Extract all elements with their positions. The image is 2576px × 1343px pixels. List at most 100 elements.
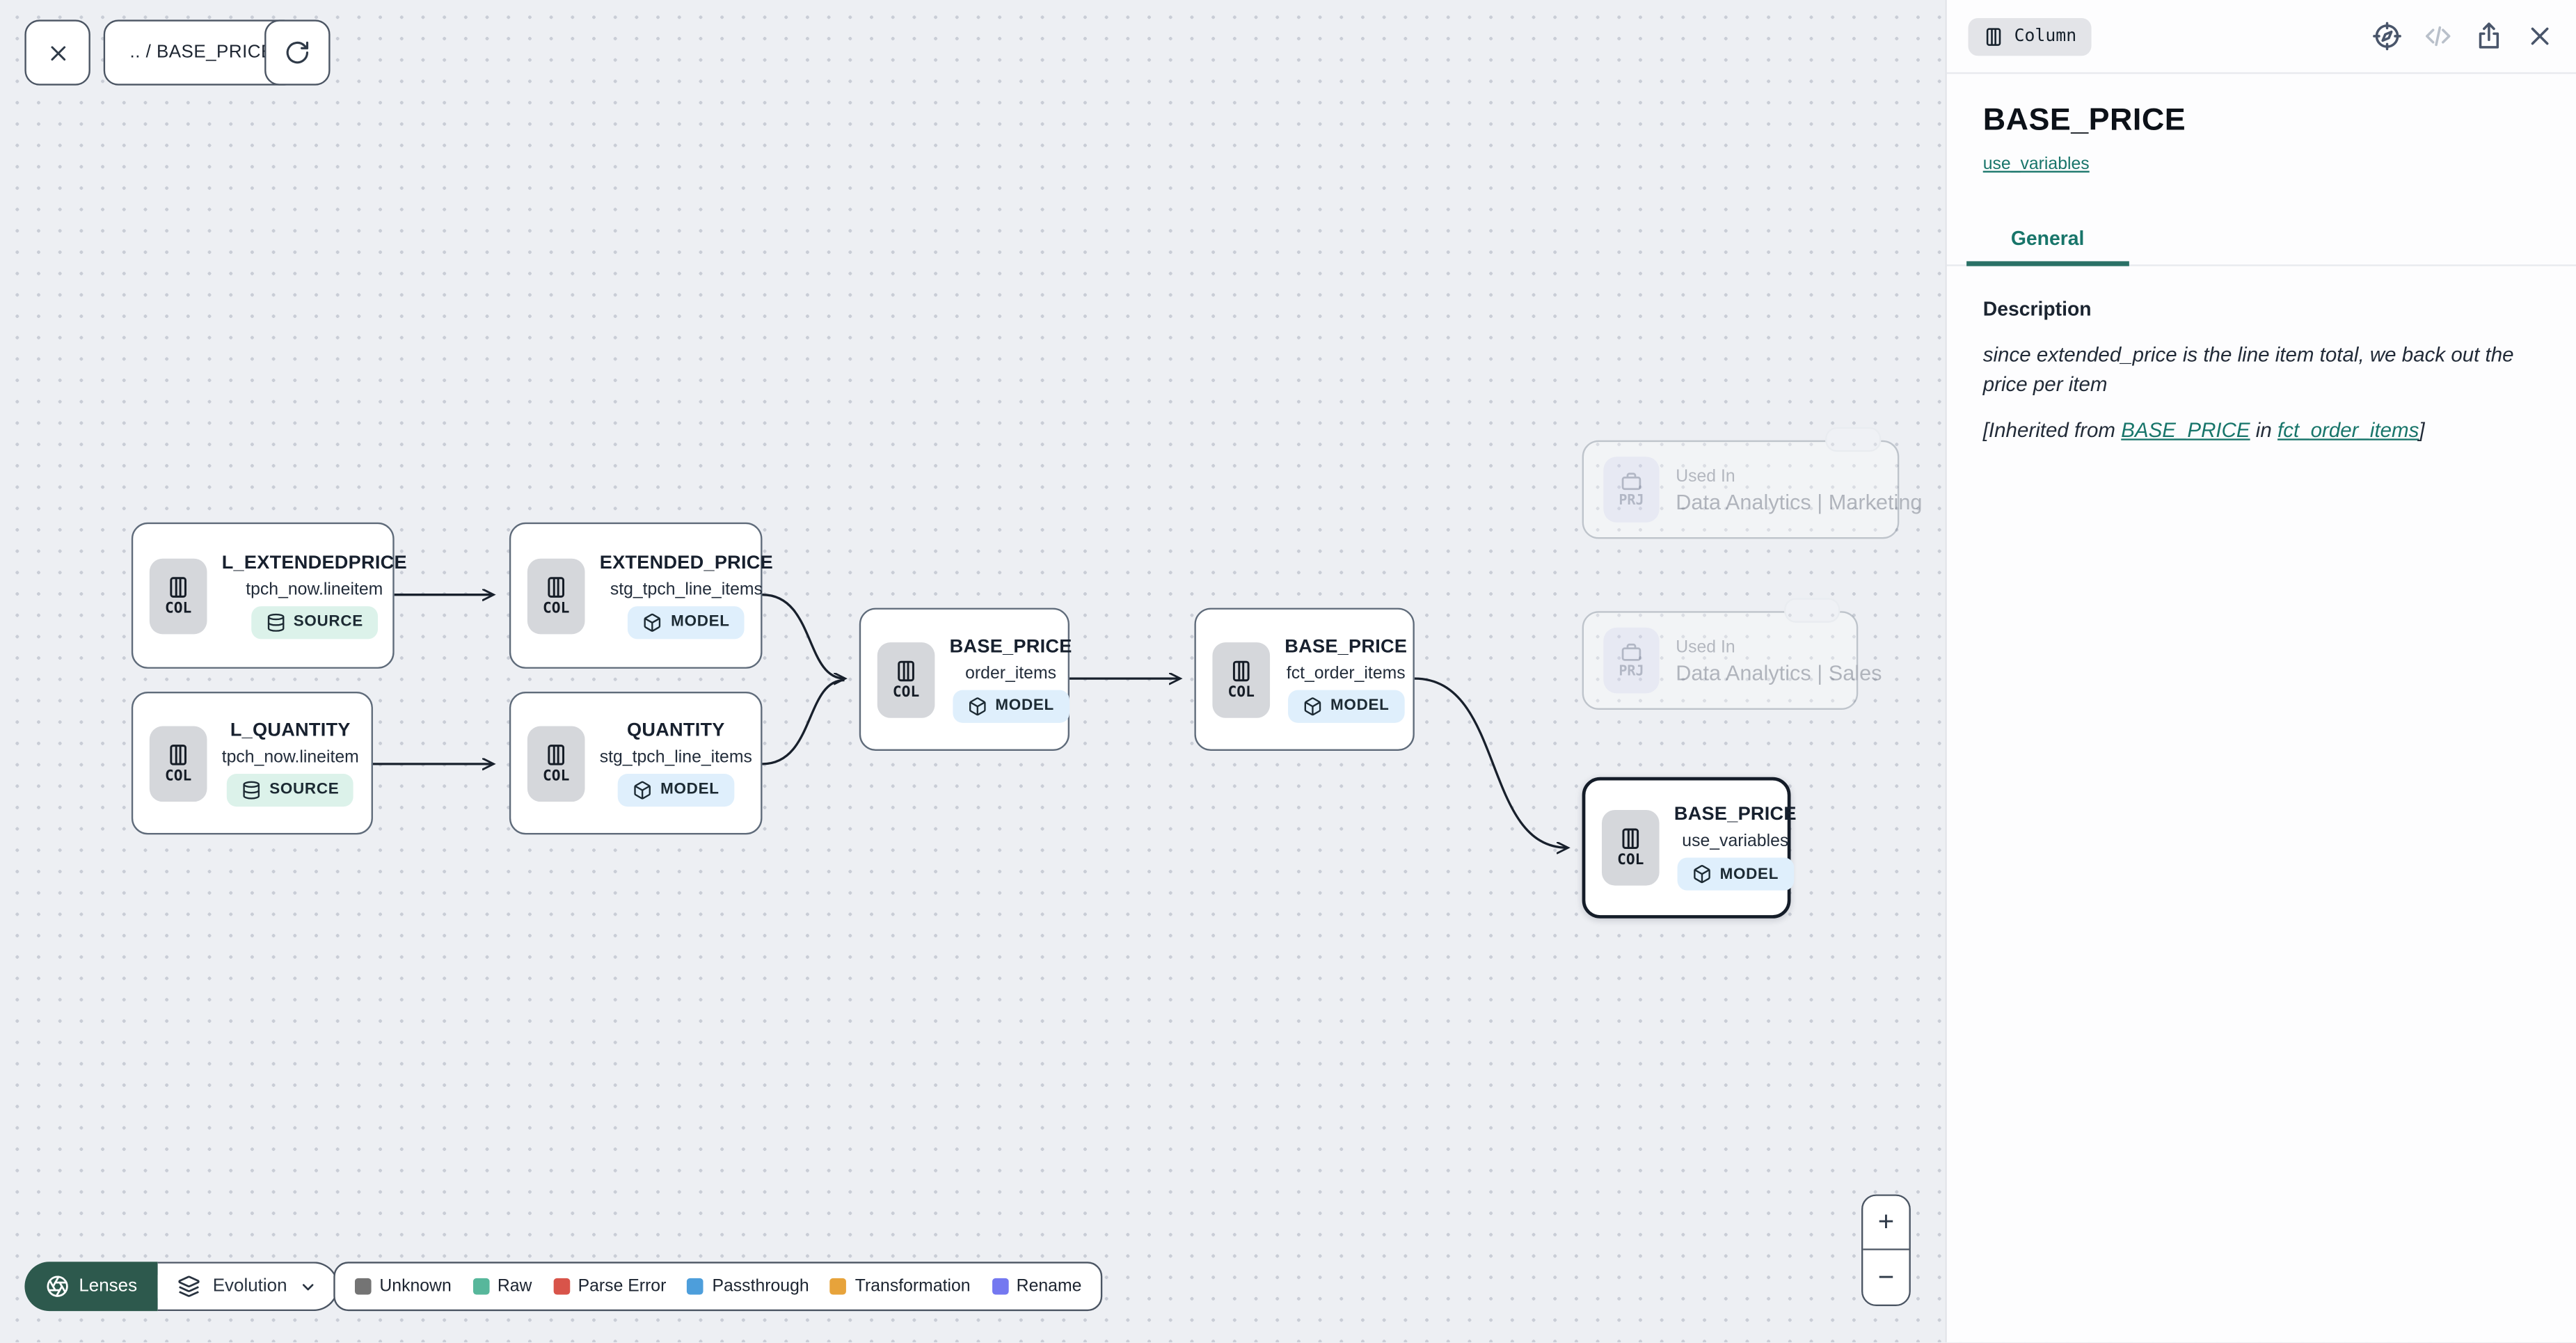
share-button[interactable]: [2474, 22, 2504, 51]
node-title: BASE_PRICE: [1285, 636, 1408, 657]
lineage-node-quantity[interactable]: RENAME COL QUANTITY stg_tpch_line_items …: [509, 675, 763, 835]
lineage-node-extended-price[interactable]: RENAME COL EXTENDED_PRICE stg_tpch_line_…: [509, 506, 773, 669]
legend-swatch: [472, 1278, 490, 1295]
lenses-control: Lenses Evolution: [24, 1262, 338, 1312]
lineage-node-l-extendedprice[interactable]: RAW COL L_EXTENDEDPRICE tpch_now.lineite…: [131, 506, 407, 669]
node-icon-label: COL: [542, 600, 570, 617]
inherited-model-link[interactable]: fct_order_items: [2277, 418, 2419, 441]
node-type-badge: RENAME: [655, 675, 749, 714]
ghost-badge: [1784, 598, 1840, 623]
node-type-badge: PASSTHROUGH: [1257, 591, 1401, 630]
legend-item-passthrough: Passthrough: [687, 1276, 809, 1296]
node-icon-label: COL: [542, 768, 570, 785]
inherited-connector: in: [2250, 418, 2278, 441]
lineage-node-base-price-order-items[interactable]: TRANSFORMATION COL BASE_PRICE order_item…: [859, 591, 1072, 751]
zoom-in-button[interactable]: +: [1863, 1195, 1909, 1250]
node-kind-pill: SOURCE: [251, 605, 379, 639]
used-in-card-sales[interactable]: PRJ Used In Data Analytics | Sales: [1582, 598, 1882, 710]
used-in-label: Used In: [1676, 466, 1735, 486]
node-title: L_EXTENDEDPRICE: [221, 553, 407, 573]
view-code-button[interactable]: [2423, 22, 2452, 51]
column-kind-block: COL: [149, 725, 207, 801]
columns-icon: [1986, 27, 2001, 45]
close-icon: [2531, 27, 2549, 45]
share-icon: [2479, 22, 2499, 49]
node-icon-label: COL: [164, 768, 192, 785]
layers-icon: [179, 1276, 200, 1297]
node-subtitle: tpch_now.lineitem: [221, 747, 359, 767]
legend-item-unknown: Unknown: [354, 1276, 452, 1296]
zoom-out-button[interactable]: −: [1863, 1250, 1909, 1305]
model-cube-icon: [644, 612, 662, 631]
description-text: since extended_price is the line item to…: [1982, 343, 2514, 396]
columns-icon: [1622, 828, 1639, 850]
node-type-badge: RAW: [295, 675, 360, 714]
used-in-card-marketing[interactable]: PRJ Used In Data Analytics | Marketing: [1582, 427, 1923, 539]
columns-icon: [898, 660, 914, 681]
model-cube-icon: [969, 697, 986, 715]
node-title: QUANTITY: [626, 720, 725, 740]
legend-swatch: [830, 1278, 847, 1295]
lenses-label: Lenses: [79, 1276, 138, 1296]
project-kind-block: PRJ: [1603, 627, 1660, 694]
inherited-note: [Inherited from BASE_PRICE in fct_order_…: [1983, 418, 2540, 441]
columns-icon: [548, 743, 565, 765]
legend-item-transformation: Transformation: [830, 1276, 971, 1296]
column-kind-block: COL: [527, 557, 585, 634]
model-link[interactable]: use_variables: [1982, 154, 2090, 175]
node-title: BASE_PRICE: [949, 636, 1072, 657]
used-in-name: Data Analytics | Sales: [1676, 659, 1882, 685]
node-kind-pill: MODEL: [1677, 857, 1794, 891]
inherited-prefix: [Inherited from: [1982, 418, 2122, 441]
legend-item-parse-error: Parse Error: [553, 1276, 666, 1296]
node-type-badge: TRANSFORMATION: [886, 591, 1057, 630]
legend-item-raw: Raw: [472, 1276, 532, 1296]
compass-icon: [2373, 22, 2401, 51]
used-in-label: Used In: [1676, 636, 1735, 657]
lenses-button[interactable]: Lenses: [24, 1262, 159, 1312]
refresh-icon: [286, 41, 309, 64]
column-kind-block: COL: [1601, 809, 1660, 886]
legend-swatch: [553, 1278, 570, 1295]
legend-swatch: [687, 1278, 704, 1295]
tab-general[interactable]: General: [1966, 214, 2129, 267]
node-subtitle: stg_tpch_line_items: [599, 747, 752, 767]
panel-tabs: General: [1946, 214, 2576, 267]
lineage-node-base-price-use-variables[interactable]: PASSTHROUGH COL BASE_PRICE use_variables…: [1582, 762, 1797, 919]
lineage-node-l-quantity[interactable]: RAW COL L_QUANTITY tpch_now.lineitem SOU…: [131, 675, 373, 835]
description-label: Description: [1982, 297, 2092, 321]
lineage-legend: Unknown Raw Parse Error Passthrough Tran…: [333, 1262, 1104, 1312]
node-subtitle: use_variables: [1682, 831, 1789, 851]
close-panel-button[interactable]: [2525, 22, 2554, 51]
project-kind-block: PRJ: [1603, 456, 1660, 523]
panel-title: BASE_PRICE: [1982, 103, 2186, 138]
model-cube-icon: [1693, 865, 1710, 884]
column-kind-block: COL: [877, 641, 935, 717]
node-subtitle: fct_order_items: [1286, 662, 1406, 683]
used-in-name: Data Analytics | Marketing: [1676, 488, 1923, 514]
explore-button[interactable]: [2372, 22, 2401, 51]
node-title: EXTENDED_PRICE: [599, 553, 773, 573]
used-icon-label: PRJ: [1619, 493, 1644, 509]
node-icon-label: COL: [1617, 852, 1644, 869]
used-icon-label: PRJ: [1619, 663, 1644, 681]
node-subtitle: tpch_now.lineitem: [246, 579, 383, 599]
legend-item-rename: Rename: [992, 1276, 1081, 1296]
node-subtitle: stg_tpch_line_items: [610, 579, 763, 599]
node-icon-label: COL: [892, 684, 920, 701]
lens-selected-label: Evolution: [212, 1276, 287, 1296]
refresh-button[interactable]: [264, 19, 331, 86]
node-title: L_QUANTITY: [230, 720, 351, 740]
inherited-suffix: ]: [2419, 418, 2425, 441]
lineage-node-base-price-fct-order-items[interactable]: PASSTHROUGH COL BASE_PRICE fct_order_ite…: [1194, 591, 1415, 751]
node-type-badge: RENAME: [655, 506, 749, 545]
columns-icon: [170, 576, 186, 597]
node-kind-pill: MODEL: [953, 689, 1070, 722]
aperture-icon: [47, 1276, 68, 1297]
lens-select[interactable]: Evolution: [158, 1262, 338, 1312]
entity-type-chip: Column: [1968, 17, 2092, 56]
close-lineage-button[interactable]: [24, 19, 90, 86]
node-kind-pill: MODEL: [617, 772, 734, 806]
inherited-column-link[interactable]: BASE_PRICE: [2121, 418, 2250, 441]
